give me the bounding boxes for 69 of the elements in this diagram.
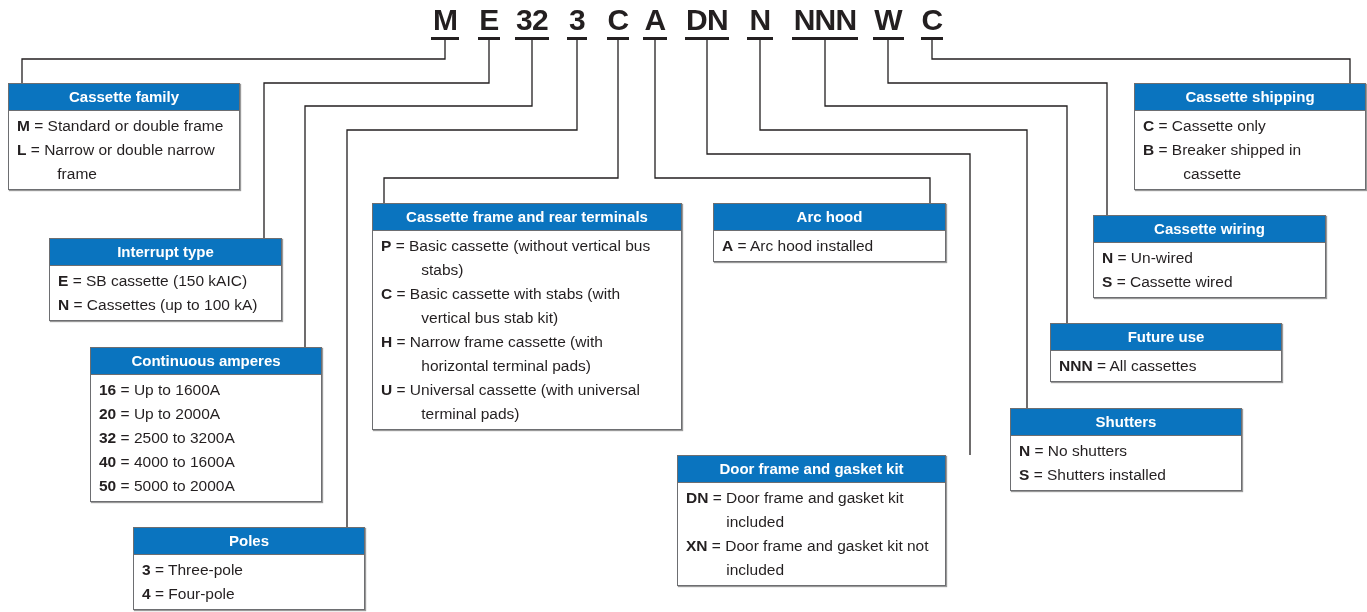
connector-line	[346, 39, 578, 528]
table-header: Cassette frame and rear terminals	[373, 204, 681, 231]
connector-line	[824, 39, 1068, 324]
option-table	[133, 527, 365, 610]
option-table	[1010, 408, 1242, 491]
table-header: Cassette wiring	[1094, 216, 1325, 243]
option-entry: 40 = 4000 to 1600A	[99, 452, 236, 472]
option-entry: N = Un-wired	[1102, 248, 1194, 268]
table-header: Poles	[134, 528, 364, 555]
option-entry: 20 = Up to 2000A	[99, 404, 222, 424]
option-entry: L = Narrow or double narrow frame	[17, 140, 216, 184]
code-segment: 32	[515, 4, 549, 40]
code-segment: C	[607, 4, 629, 40]
option-entry: DN = Door frame and gasket kit included	[686, 488, 905, 532]
connector-line	[383, 39, 619, 204]
connector-line	[21, 39, 446, 84]
table-header: Shutters	[1011, 409, 1241, 436]
table-header: Continuous amperes	[91, 348, 321, 375]
option-table	[1050, 323, 1282, 382]
option-entry: 4 = Four-pole	[142, 584, 236, 604]
option-table	[1134, 83, 1366, 190]
connector-line	[263, 39, 490, 239]
connector-line	[706, 39, 971, 456]
option-entry: M = Standard or double frame	[17, 116, 225, 136]
table-header: Arc hood	[714, 204, 945, 231]
option-entry: C = Cassette only	[1143, 116, 1267, 136]
code-segment: E	[478, 4, 500, 40]
option-table	[8, 83, 240, 190]
option-table	[1093, 215, 1326, 298]
option-entry: C = Basic cassette with stabs (with vertical bus stab kit)	[381, 284, 622, 328]
option-entry: S = Shutters installed	[1019, 465, 1167, 485]
code-segment: 3	[567, 4, 587, 40]
option-entry: NNN = All cassettes	[1059, 356, 1198, 376]
option-entry: A = Arc hood installed	[722, 236, 875, 256]
connector-line	[304, 39, 533, 348]
option-entry: XN = Door frame and gasket kit not included	[686, 536, 930, 580]
option-entry: B = Breaker shipped in cassette	[1143, 140, 1303, 184]
option-entry: 32 = 2500 to 3200A	[99, 428, 236, 448]
connector-line	[931, 39, 1351, 84]
option-entry: 50 = 5000 to 2000A	[99, 476, 236, 496]
code-segment: C	[921, 4, 943, 40]
code-segment: M	[431, 4, 459, 40]
option-entry: N = Cassettes (up to 100 kA)	[58, 295, 259, 315]
code-segment: W	[872, 4, 904, 40]
option-table	[90, 347, 322, 502]
option-table	[713, 203, 946, 262]
option-entry: 16 = Up to 1600A	[99, 380, 222, 400]
table-header: Cassette family	[9, 84, 239, 111]
connector-line	[759, 39, 1028, 409]
connector-line	[654, 39, 931, 204]
option-entry: S = Cassette wired	[1102, 272, 1234, 292]
table-header: Interrupt type	[50, 239, 281, 266]
code-segment: NNN	[792, 4, 858, 40]
option-table	[677, 455, 946, 586]
connector-line	[887, 39, 1108, 216]
code-segment: N	[747, 4, 773, 40]
table-header: Cassette shipping	[1135, 84, 1365, 111]
option-entry: U = Universal cassette (with universal terminal pads)	[381, 380, 641, 424]
option-entry: P = Basic cassette (without vertical bus stabs)	[381, 236, 652, 280]
code-segment: DN	[685, 4, 729, 40]
code-segment: A	[643, 4, 667, 40]
option-table	[49, 238, 282, 321]
option-entry: E = SB cassette (150 kAIC)	[58, 271, 249, 291]
option-entry: H = Narrow frame cassette (with horizontal terminal pads)	[381, 332, 604, 376]
option-table	[372, 203, 682, 430]
table-header: Future use	[1051, 324, 1281, 351]
option-entry: 3 = Three-pole	[142, 560, 244, 580]
table-header: Door frame and gasket kit	[678, 456, 945, 483]
option-entry: N = No shutters	[1019, 441, 1129, 461]
